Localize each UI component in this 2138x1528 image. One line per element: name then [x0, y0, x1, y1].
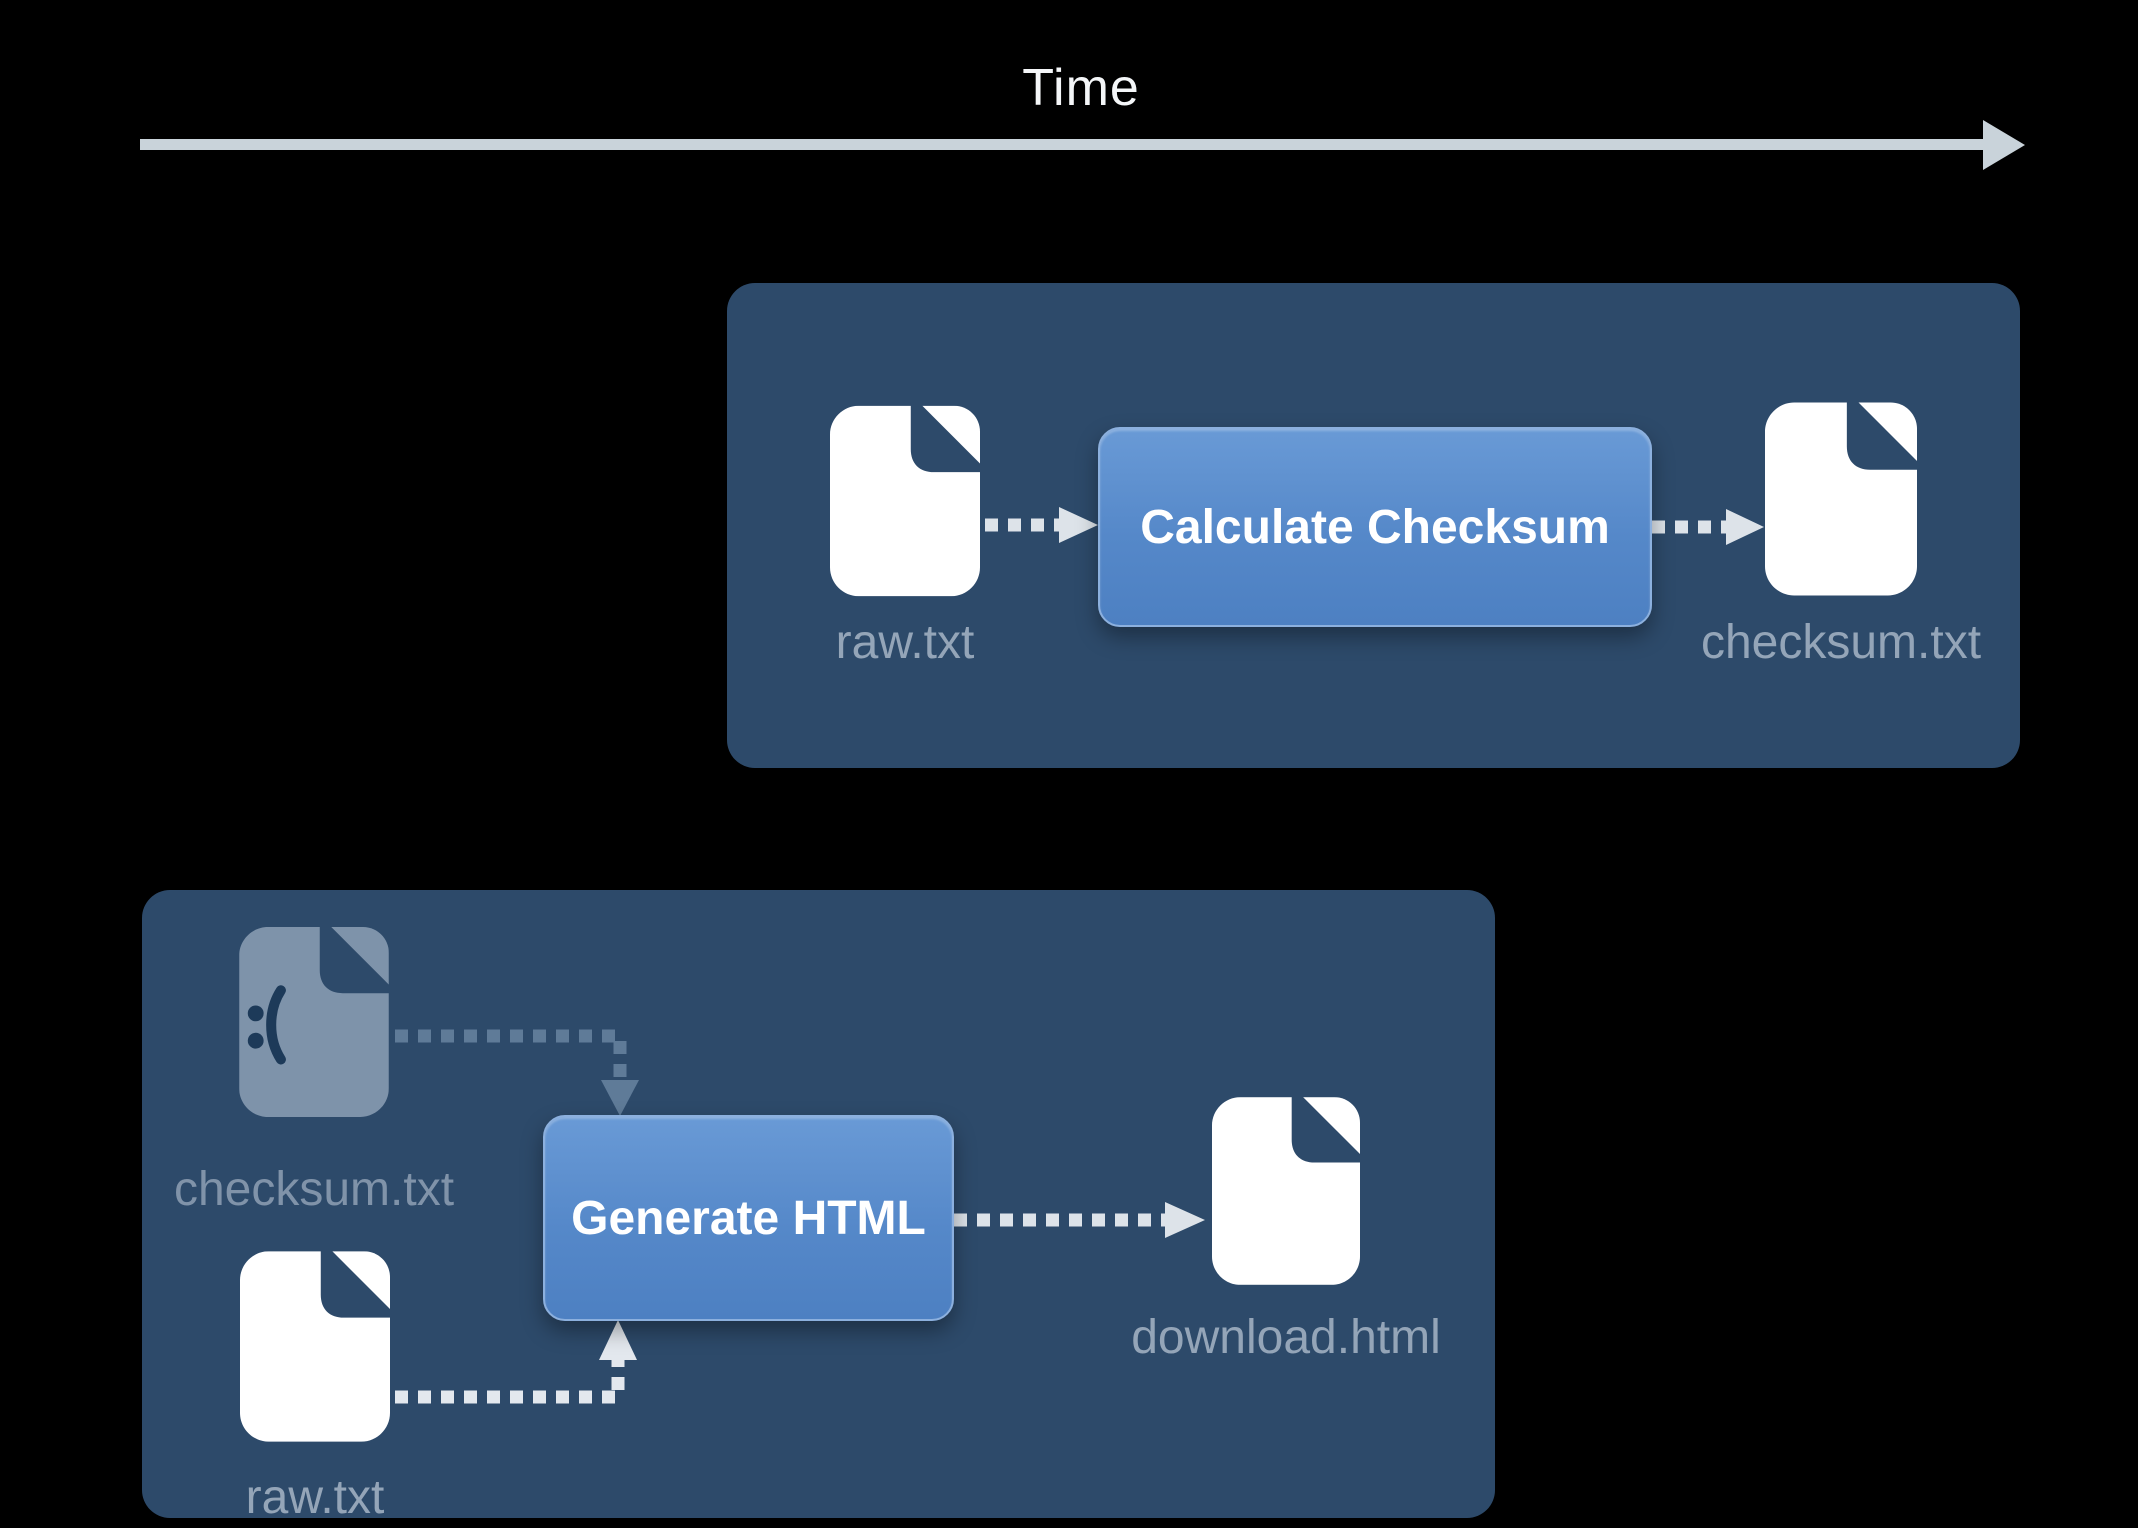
- file-label: checksum.txt: [1700, 616, 1982, 669]
- step-panel-calculate-checksum: raw.txt Calculate Checksum checksum.txt: [727, 283, 2020, 768]
- file-icon: [830, 405, 980, 597]
- file-label: raw.txt: [835, 616, 975, 669]
- generate-html-step-label: Generate HTML: [571, 1191, 926, 1245]
- time-axis-arrowhead-icon: [1983, 120, 2025, 170]
- time-axis-label: Time: [1022, 59, 1140, 117]
- step-panel-generate-html: checksum.txt raw.txt Generate HTML downl…: [142, 890, 1495, 1524]
- calculate-checksum-step-button: Calculate Checksum: [1098, 427, 1652, 627]
- calculate-checksum-step-label: Calculate Checksum: [1140, 500, 1610, 554]
- generate-html-step-button: Generate HTML: [543, 1115, 954, 1321]
- file-label: raw.txt: [245, 1471, 385, 1524]
- file-icon: [240, 1250, 390, 1443]
- file-icon: [1212, 1095, 1360, 1287]
- time-axis-line: [140, 139, 1985, 150]
- file-label: download.html: [1131, 1311, 1441, 1364]
- file-icon: [1765, 401, 1917, 597]
- file-label: checksum.txt: [173, 1163, 455, 1216]
- stale-file-sad-icon: [238, 927, 390, 1117]
